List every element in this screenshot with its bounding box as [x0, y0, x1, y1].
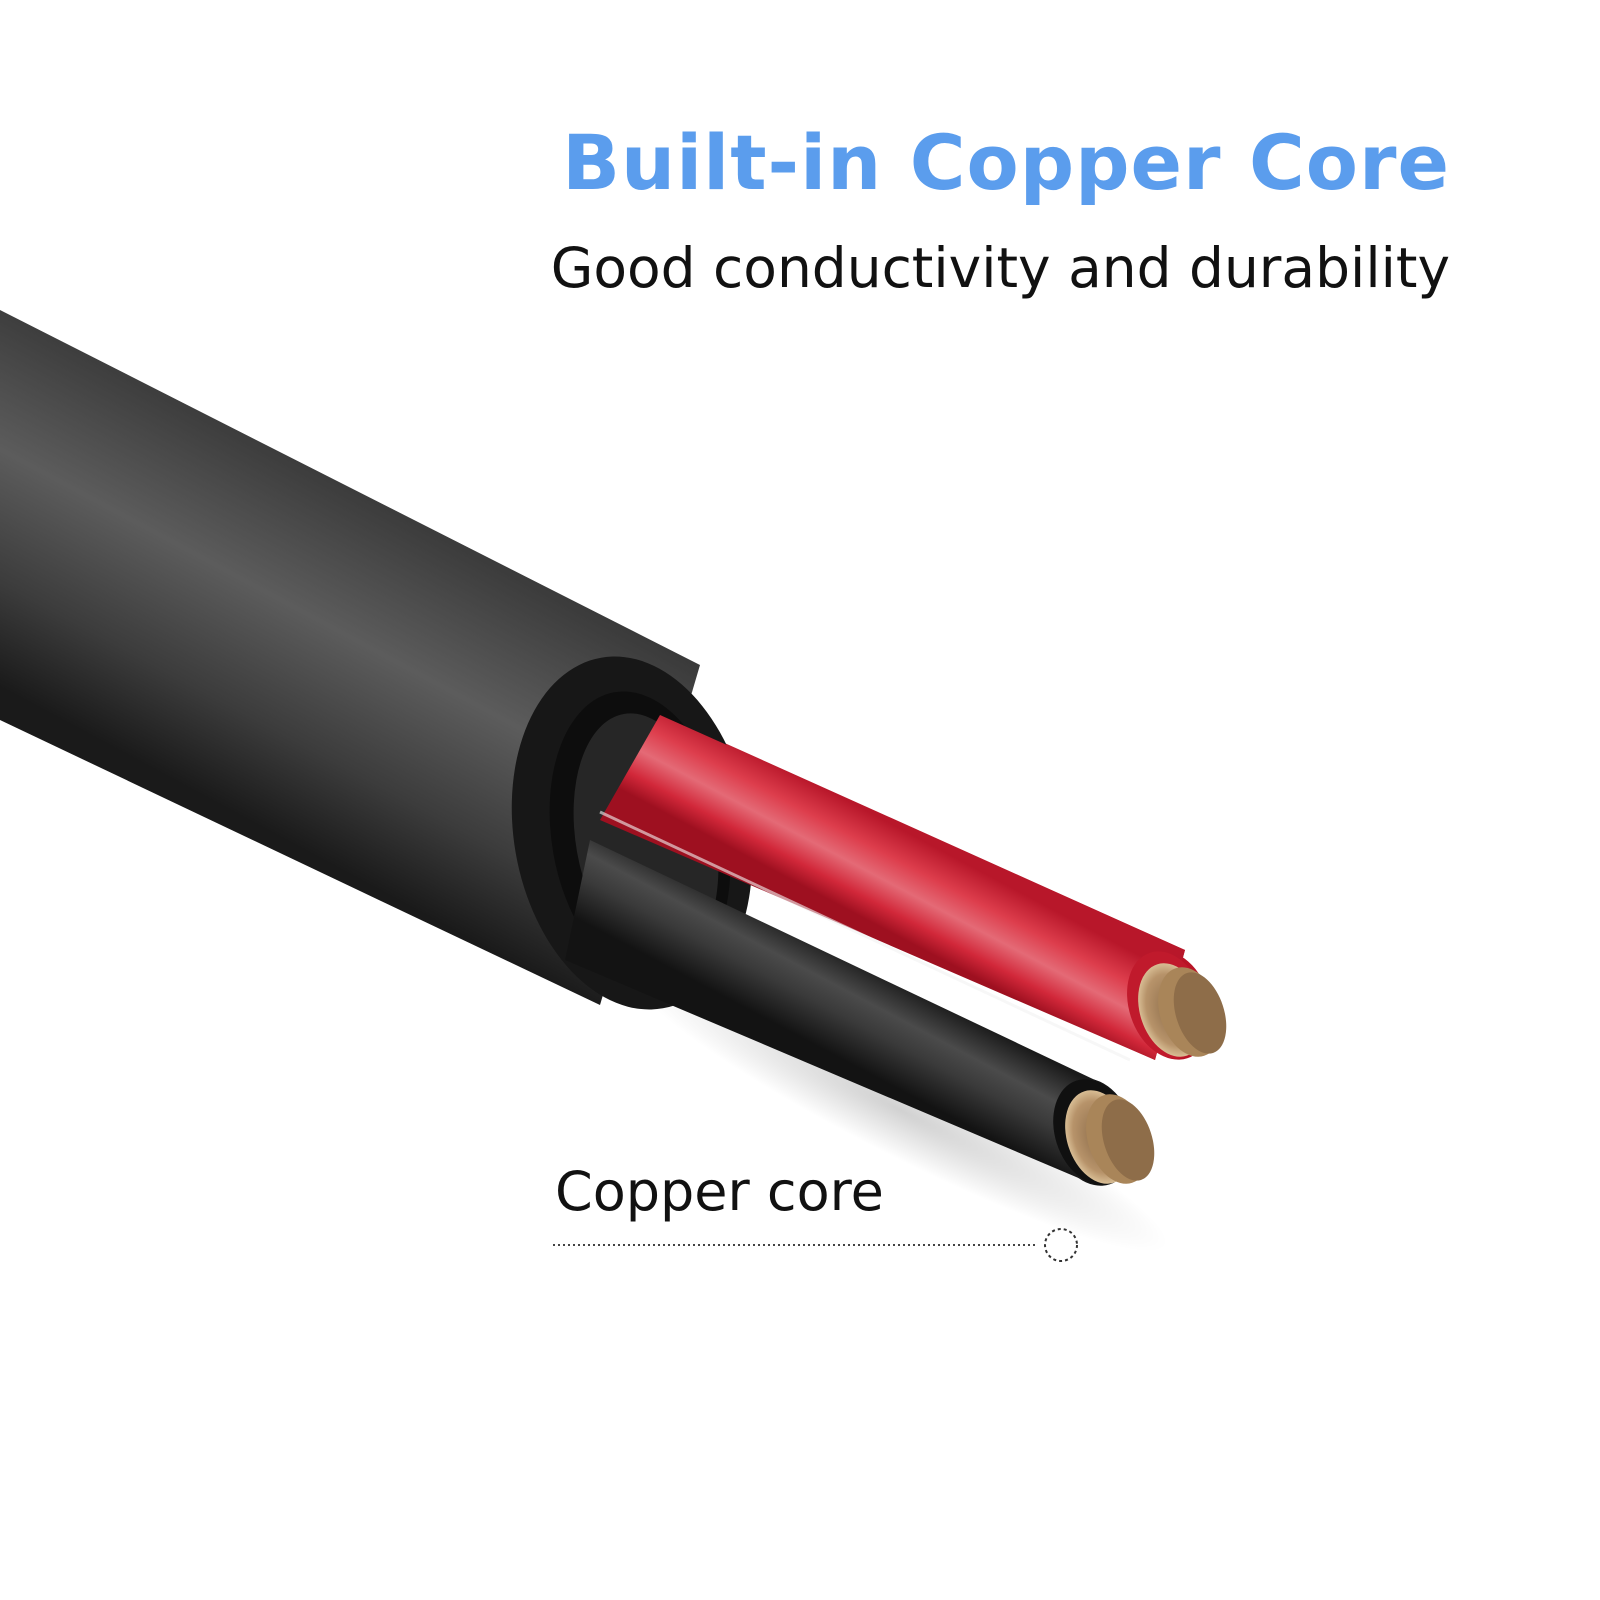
black-copper-strands [1065, 1090, 1155, 1184]
copper-core-label: Copper core [555, 1160, 884, 1223]
red-copper-strands [1138, 963, 1227, 1057]
black-wire-front [565, 840, 1095, 1185]
headline-title: Built-in Copper Core [562, 118, 1450, 207]
callout-target-circle [1044, 1228, 1078, 1262]
headline-subtitle: Good conductivity and durability [550, 236, 1450, 300]
red-wire-front [600, 715, 1185, 1060]
